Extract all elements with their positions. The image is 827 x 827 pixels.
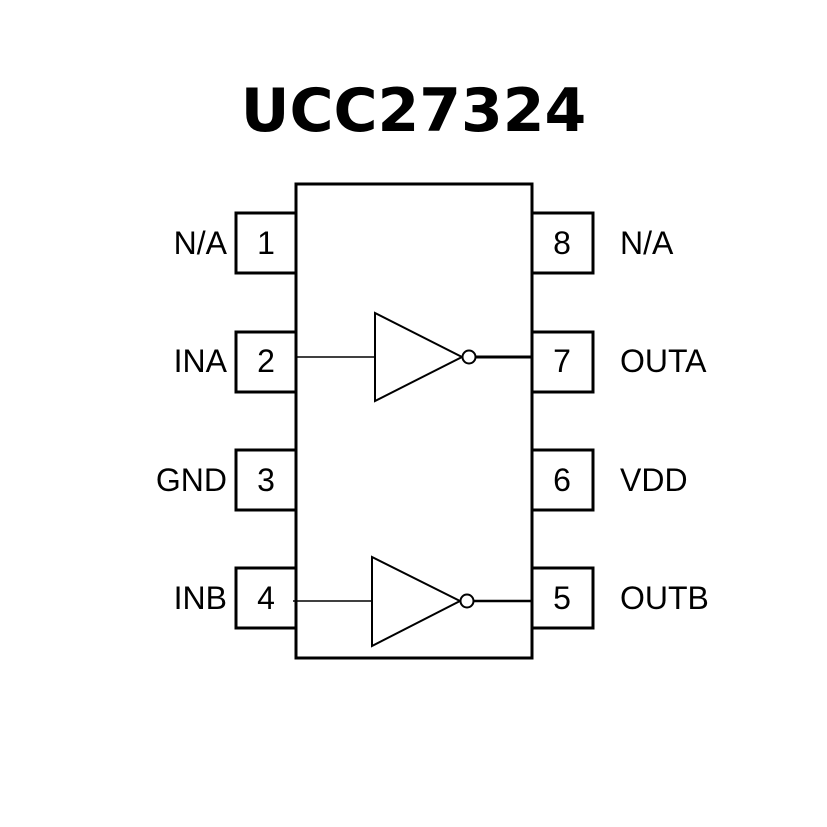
pin-number: 2 [257,343,275,379]
pin-number: 4 [257,580,275,616]
pin-name: OUTB [620,580,709,616]
inversion-bubble [459,593,475,609]
inverter-b [293,555,532,648]
pin-box [532,566,595,630]
pin-box [532,330,595,394]
pin-box [532,448,595,512]
pin-box [532,211,595,275]
pin-name: INA [174,343,228,379]
pin-name: N/A [620,225,674,261]
pin-number: 7 [553,343,571,379]
pin-number: 1 [257,225,275,261]
pin-6: 6 VDD [532,448,688,512]
pin-name: GND [156,462,227,498]
pin-8: 8 N/A [532,211,674,275]
pin-number: 6 [553,462,571,498]
chip-title: UCC27324 [240,76,587,146]
pin-1: 1 N/A [174,211,296,275]
inverter-triangle [371,555,463,648]
ic-body [294,182,534,660]
inversion-bubble [461,349,477,365]
inverter-triangle [374,311,465,403]
pin-box [234,448,296,512]
pin-name: OUTA [620,343,707,379]
pin-number: 5 [553,580,571,616]
pin-name: VDD [620,462,688,498]
pin-box [234,330,296,394]
pin-box [234,211,296,275]
pin-box [234,566,296,630]
pin-7: 7 OUTA [532,330,707,394]
pin-5: 5 OUTB [532,566,709,630]
pin-4: 4 INB [174,566,296,630]
pin-3: 3 GND [156,448,296,512]
inverter-a [296,311,532,403]
pin-number: 3 [257,462,275,498]
pin-name: INB [174,580,227,616]
pin-name: N/A [174,225,228,261]
pin-2: 2 INA [174,330,296,394]
pin-number: 8 [553,225,571,261]
